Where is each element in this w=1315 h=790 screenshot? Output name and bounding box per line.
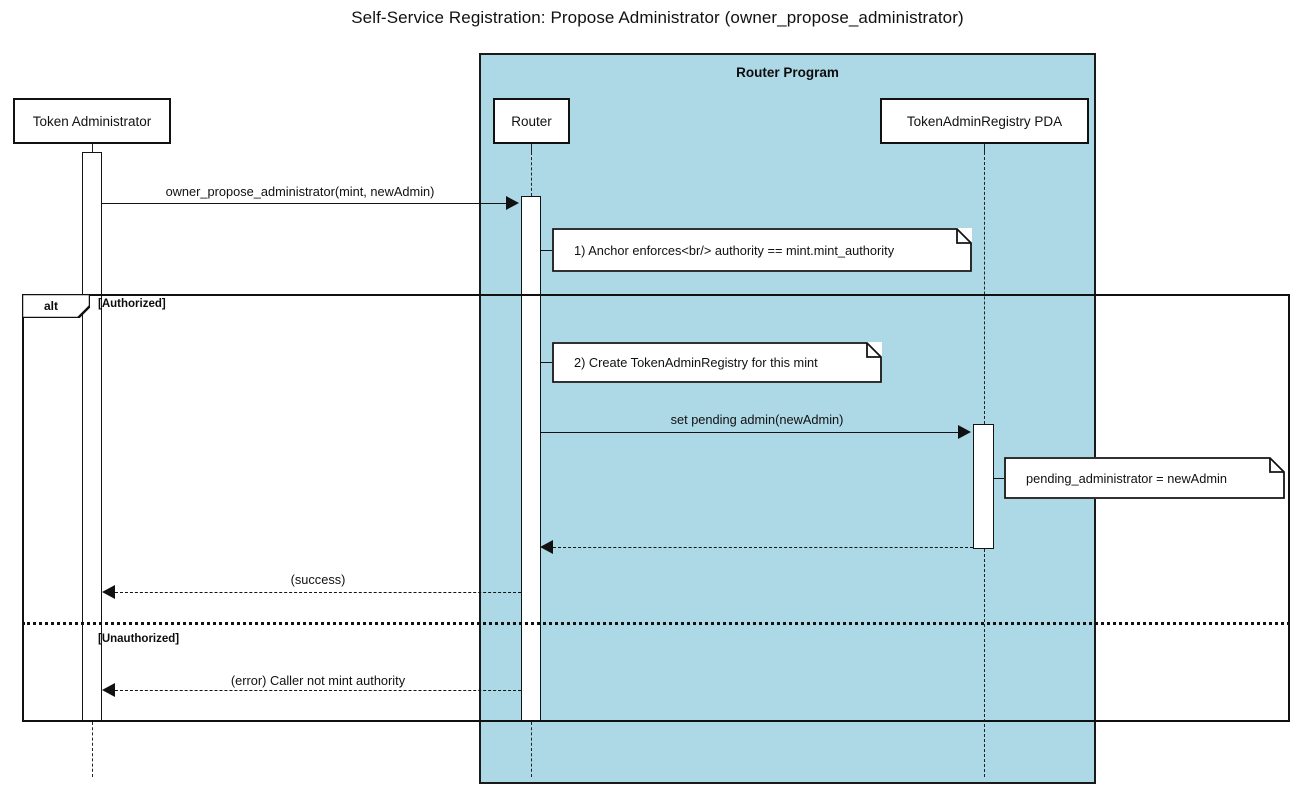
- activation-router: [521, 196, 541, 722]
- message-label-owner-propose-administrator: owner_propose_administrator(mint, newAdm…: [165, 184, 435, 199]
- note-anchor-enforces[interactable]: 1) Anchor enforces<br/> authority == min…: [552, 228, 972, 272]
- message-arrowhead-owner-propose-administrator: [506, 196, 519, 210]
- activation-token-admin-registry-pda: [973, 424, 994, 549]
- lifeline-stub-token-administrator: [92, 144, 93, 152]
- note-create-token-admin-registry[interactable]: 2) Create TokenAdminRegistry for this mi…: [552, 342, 882, 383]
- group-label-router-program: Router Program: [736, 65, 839, 80]
- participant-label-token-administrator: Token Administrator: [32, 113, 152, 129]
- message-arrowhead-pda-return: [540, 540, 553, 554]
- message-line-pda-return: [553, 547, 973, 548]
- alt-fragment-operator-tab: alt: [22, 294, 90, 318]
- note-stem-anchor-enforces: [541, 250, 552, 251]
- message-line-success: [115, 592, 521, 593]
- message-line-error: [115, 690, 521, 691]
- lifeline-router-top: [531, 152, 532, 196]
- alt-fragment-divider: [22, 622, 1290, 625]
- message-line-set-pending-admin: [541, 432, 960, 433]
- message-label-error: (error) Caller not mint authority: [230, 673, 406, 688]
- group-box-router-program: [479, 53, 1096, 784]
- note-text-pending-administrator: pending_administrator = newAdmin: [1026, 470, 1227, 486]
- message-arrowhead-success: [102, 585, 115, 599]
- message-label-success: (success): [290, 572, 346, 587]
- message-arrowhead-error: [102, 683, 115, 697]
- participant-label-token-admin-registry-pda: TokenAdminRegistry PDA: [906, 113, 1063, 129]
- participant-label-router: Router: [511, 113, 552, 129]
- lifeline-router: [531, 722, 532, 777]
- alt-fragment-operator-label: alt: [43, 299, 58, 313]
- note-pending-administrator[interactable]: pending_administrator = newAdmin: [1004, 457, 1285, 499]
- participant-router[interactable]: Router: [493, 98, 570, 144]
- alt-guard-authorized: [Authorized]: [98, 298, 166, 310]
- note-text-anchor-enforces: 1) Anchor enforces<br/> authority == min…: [574, 242, 895, 258]
- participant-token-admin-registry-pda[interactable]: TokenAdminRegistry PDA: [880, 98, 1089, 144]
- alt-guard-unauthorized: [Unauthorized]: [98, 633, 180, 645]
- note-stem-pending-administrator: [994, 478, 1005, 479]
- lifeline-stub-router: [531, 144, 532, 154]
- lifeline-stub-token-admin-registry-pda: [984, 144, 985, 154]
- message-arrowhead-set-pending-admin: [958, 425, 971, 439]
- note-text-create-token-admin-registry: 2) Create TokenAdminRegistry for this mi…: [574, 355, 818, 370]
- page-title: Self-Service Registration: Propose Admin…: [351, 8, 964, 27]
- participant-token-administrator[interactable]: Token Administrator: [13, 98, 171, 144]
- lifeline-token-admin-registry-pda: [984, 549, 985, 777]
- note-stem-create-registry: [541, 362, 552, 363]
- message-line-owner-propose-administrator: [102, 203, 508, 204]
- message-label-set-pending-admin: set pending admin(newAdmin): [670, 412, 844, 427]
- lifeline-token-admin-registry-pda-top: [984, 152, 985, 424]
- lifeline-token-administrator: [92, 722, 93, 777]
